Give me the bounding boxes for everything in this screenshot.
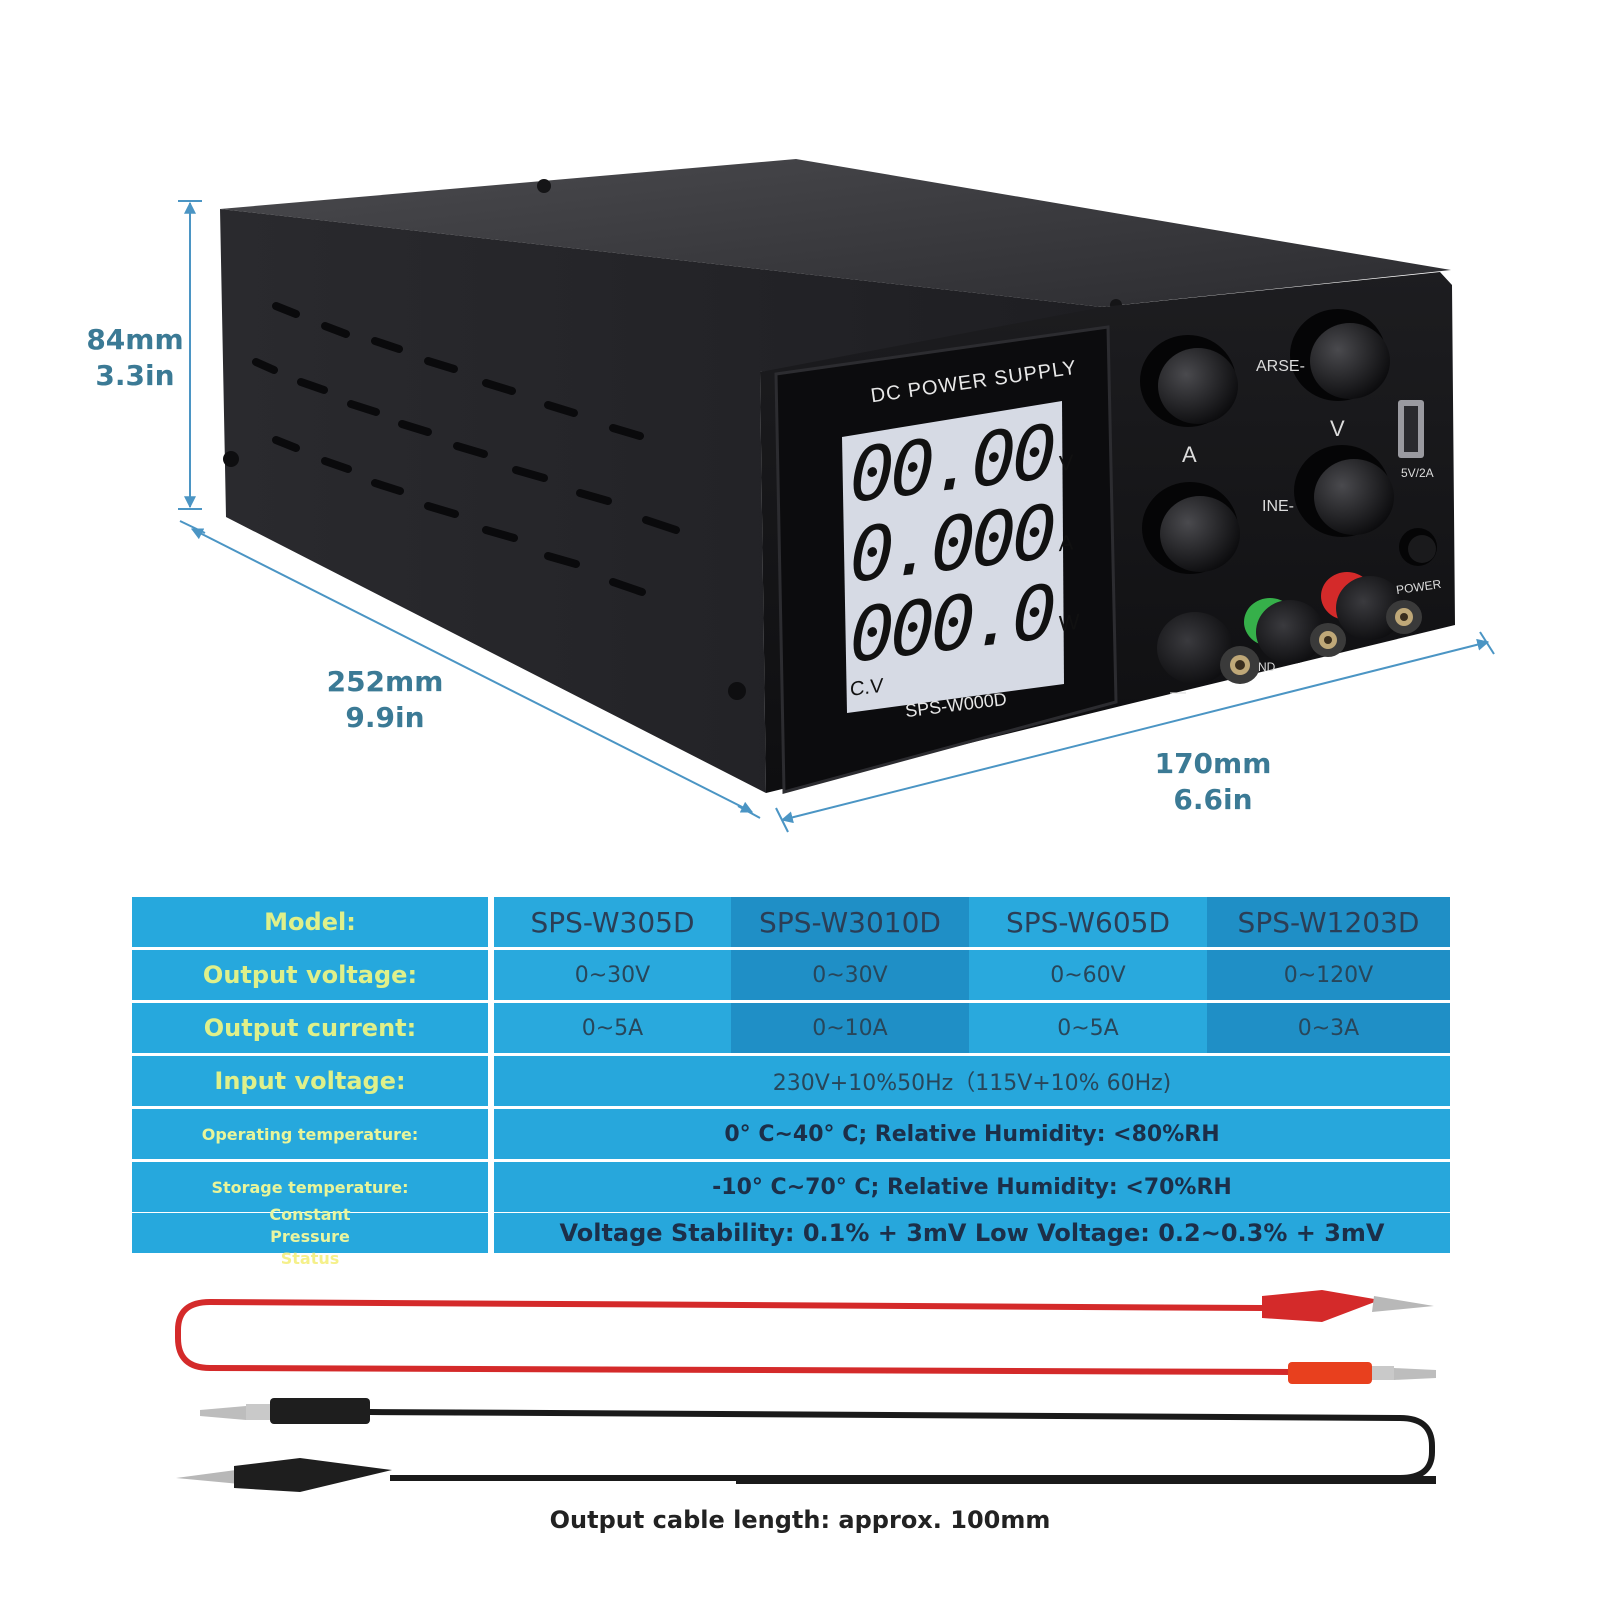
model-cell: SPS-W1203D [1207, 897, 1450, 947]
length-dimension: 252mm 9.9in [320, 664, 450, 736]
output-voltage-cell: 0~30V [494, 950, 731, 1000]
case-top [220, 159, 1451, 307]
output-voltage-cell: 0~60V [969, 950, 1207, 1000]
model-row-label: Model: [132, 897, 488, 947]
length-mm: 252mm [326, 665, 444, 698]
output-current-cell: 0~5A [969, 1003, 1207, 1053]
table-row-storage-temp: Storage temperature: -10° C~70° C; Relat… [132, 1162, 1450, 1212]
output-current-cell: 0~3A [1207, 1003, 1450, 1053]
output-voltage-label: Output voltage: [132, 950, 488, 1000]
output-voltage-cell: 0~30V [731, 950, 969, 1000]
gnd-label: ND [1258, 660, 1276, 674]
height-mm: 84mm [86, 323, 184, 356]
model-cell: SPS-W305D [494, 897, 731, 947]
side-screw [223, 451, 239, 467]
cable-length-caption: Output cable length: approx. 100mm [549, 1506, 1051, 1534]
output-current-cell: 0~5A [494, 1003, 731, 1053]
operating-temp-cell: 0° C~40° C; Relative Humidity: <80%RH [494, 1109, 1450, 1159]
constant-pressure-label-line: Constant [269, 1205, 351, 1224]
cable-shadow [736, 1476, 1436, 1484]
black-banana-plug [200, 1398, 370, 1424]
constant-pressure-label-line: Pressure [270, 1227, 350, 1246]
constant-pressure-label: Constant Pressure Status [132, 1205, 488, 1268]
storage-temp-label: Storage temperature: [132, 1162, 488, 1212]
top-screw [537, 179, 551, 193]
model-cell: SPS-W3010D [731, 897, 969, 947]
height-in: 3.3in [95, 359, 175, 392]
fine-label: INE- [1262, 498, 1294, 515]
storage-temp-cell: -10° C~70° C; Relative Humidity: <70%RH [494, 1162, 1450, 1212]
side-vents [252, 302, 680, 596]
table-row-input-voltage: Input voltage: 230V+10%50Hz（115V+10% 60H… [132, 1056, 1450, 1106]
constant-pressure-cell: Voltage Stability: 0.1% + 3mV Low Voltag… [494, 1213, 1450, 1253]
knob-v-label: V [1330, 416, 1345, 441]
width-mm: 170mm [1154, 747, 1272, 780]
black-alligator-clip [176, 1458, 392, 1492]
operating-temp-label: Operating temperature: [132, 1109, 488, 1159]
table-row-operating-temp: Operating temperature: 0° C~40° C; Relat… [132, 1109, 1450, 1159]
table-row-output-voltage: Output voltage: 0~30V 0~30V 0~60V 0~120V [132, 950, 1450, 1000]
usb-label: 5V/2A [1401, 466, 1434, 480]
knob-a-label: A [1182, 442, 1197, 467]
height-dimension: 84mm 3.3in [80, 322, 190, 394]
model-cell: SPS-W605D [969, 897, 1207, 947]
table-row-model: Model: SPS-W305D SPS-W3010D SPS-W605D SP… [132, 897, 1450, 947]
black-cable [369, 1409, 1435, 1481]
output-current-cell: 0~10A [731, 1003, 969, 1053]
width-dimension: 170mm 6.6in [1148, 746, 1278, 818]
red-cable [175, 1298, 1293, 1375]
red-alligator-clip [1262, 1290, 1434, 1322]
dimension-lines [178, 200, 1495, 833]
table-row-constant-pressure: Constant Pressure Status Voltage Stabili… [132, 1205, 1450, 1268]
table-row-output-current: Output current: 0~5A 0~10A 0~5A 0~3A [132, 1003, 1450, 1053]
output-current-label: Output current: [132, 1003, 488, 1053]
length-in: 9.9in [345, 701, 425, 734]
constant-pressure-label-line: Status [280, 1249, 340, 1268]
minus-label: — [1170, 684, 1186, 701]
spec-table: Model: SPS-W305D SPS-W3010D SPS-W605D SP… [132, 897, 1450, 1268]
lcd-screen [842, 401, 1064, 713]
coarse-label: ARSE- [1256, 358, 1305, 375]
red-banana-plug [1288, 1362, 1436, 1384]
input-voltage-label: Input voltage: [132, 1056, 488, 1106]
side-screw [728, 682, 746, 700]
width-in: 6.6in [1173, 783, 1253, 816]
input-voltage-cell: 230V+10%50Hz（115V+10% 60Hz) [494, 1056, 1450, 1106]
output-voltage-cell: 0~120V [1207, 950, 1450, 1000]
